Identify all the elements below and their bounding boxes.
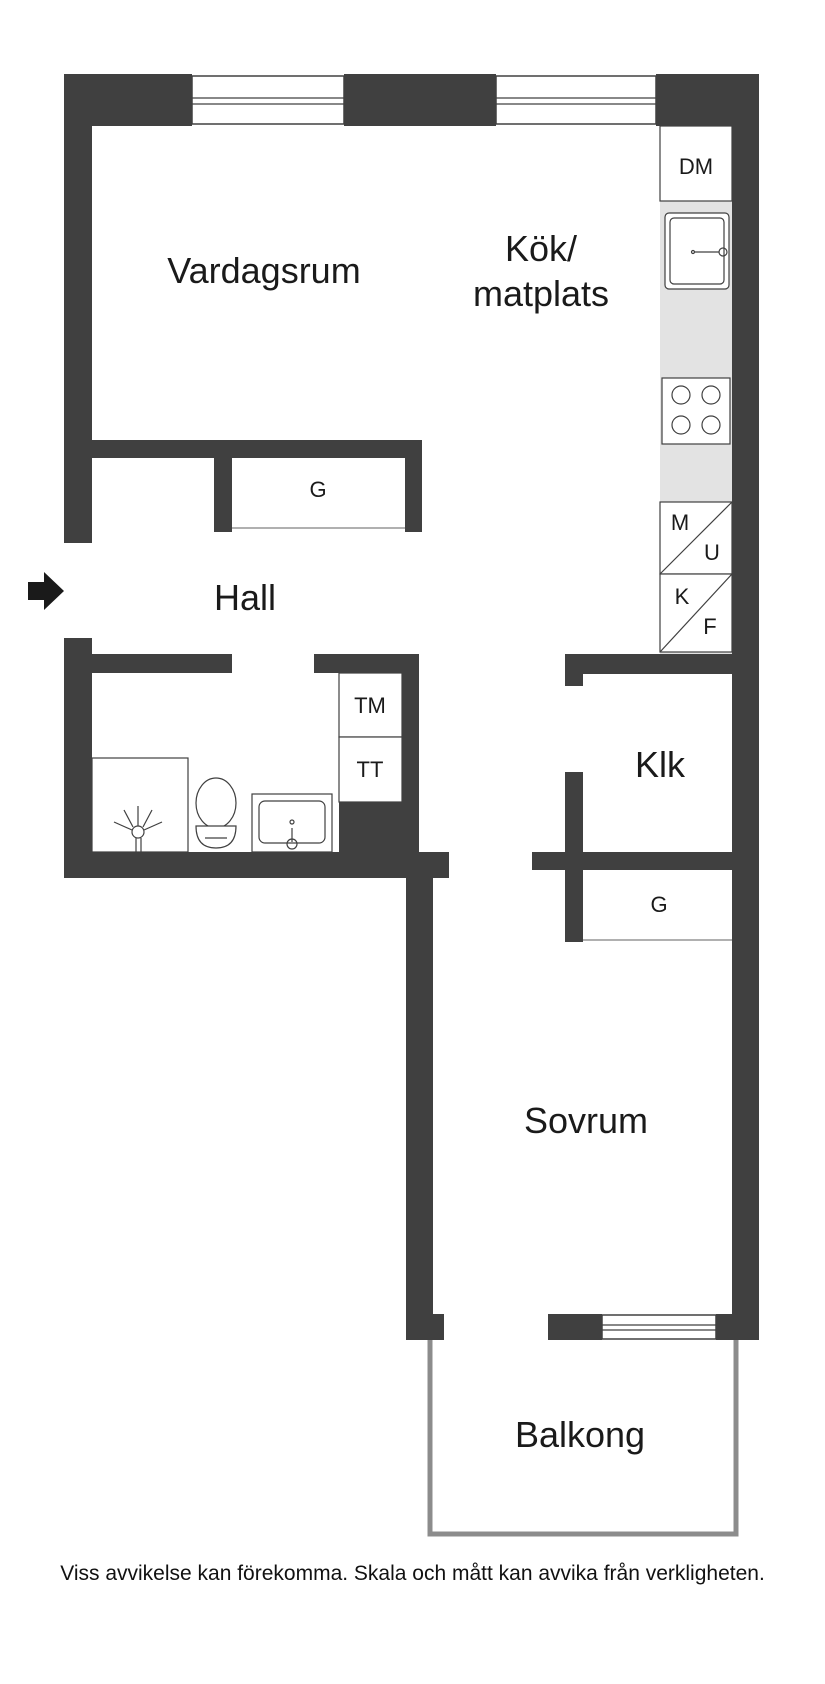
dryer <box>338 736 403 803</box>
washer <box>338 672 403 738</box>
wall-bedroom-bottom-left <box>548 1314 602 1340</box>
washer-label: TM <box>354 693 386 718</box>
walls <box>64 74 759 1340</box>
kitchen-sink-icon <box>664 212 730 290</box>
wall-klk-top-stub <box>565 654 583 686</box>
wall-living-bottom <box>92 440 422 458</box>
wall-klk-top <box>565 654 732 674</box>
window-right <box>495 75 657 125</box>
wall-right <box>732 74 759 1340</box>
balcony-railing <box>427 1340 739 1537</box>
floor-plan: DM M U K F G TM TT <box>28 74 759 1537</box>
wall-bedroom-bottom-right <box>716 1314 759 1340</box>
disclaimer-text: Viss avvikelse kan förekomma. Skala och … <box>60 1562 765 1585</box>
room-label-klk: Klk <box>635 744 686 785</box>
room-label-kok-line1: Kök/ <box>505 228 577 269</box>
toilet-icon <box>195 777 237 849</box>
window-left <box>191 75 345 125</box>
entrance-arrow-icon <box>28 572 64 610</box>
hall-closet-label: G <box>309 477 326 502</box>
fridge-label-bottom: U <box>704 540 720 565</box>
dryer-label: TT <box>357 757 384 782</box>
wall-bedroom-left-foot <box>406 1314 444 1340</box>
freezer <box>659 573 733 653</box>
wall-bath-top-right <box>314 654 419 673</box>
window-bedroom <box>601 1314 717 1340</box>
wall-left-upper <box>64 74 92 543</box>
wall-bedroom-left <box>406 852 433 1340</box>
shower-icon <box>91 757 189 853</box>
room-label-hall: Hall <box>214 577 276 618</box>
fridge-label-top: M <box>671 510 689 535</box>
wall-top-middle <box>344 74 496 126</box>
stove-icon <box>661 377 731 445</box>
room-label-kok-line2: matplats <box>473 273 609 314</box>
wall-shaft <box>339 802 419 852</box>
wall-klk-bottom <box>532 852 732 870</box>
wall-bath-bottom <box>64 852 449 878</box>
wall-bath-top-left <box>92 654 232 673</box>
wall-closet-left <box>214 458 232 532</box>
room-label-vardagsrum: Vardagsrum <box>167 250 360 291</box>
dishwasher <box>659 125 733 202</box>
freezer-label-top: K <box>675 584 690 609</box>
bedroom-closet-label: G <box>650 892 667 917</box>
bathroom-sink-icon <box>251 793 333 853</box>
wall-closet-right <box>405 458 422 532</box>
room-label-balkong: Balkong <box>515 1414 645 1455</box>
freezer-label-bottom: F <box>703 614 716 639</box>
room-label-sovrum: Sovrum <box>524 1100 648 1141</box>
dishwasher-label: DM <box>679 154 713 179</box>
wall-left-lower <box>64 638 92 878</box>
